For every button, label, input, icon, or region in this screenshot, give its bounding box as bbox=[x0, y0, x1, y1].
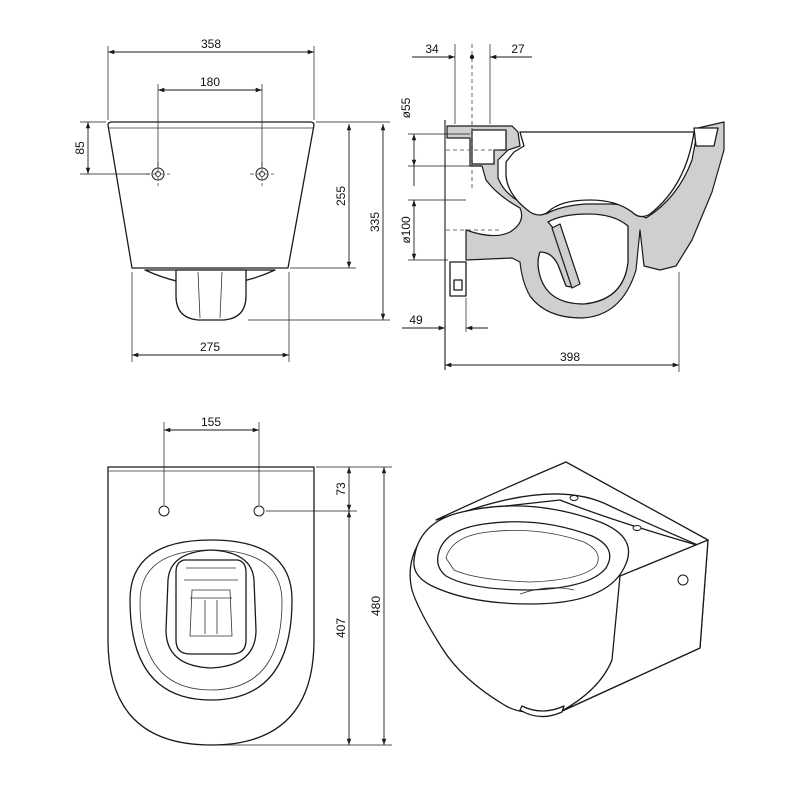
dim-front-height-text: 335 bbox=[368, 212, 382, 232]
top-outlet-lines bbox=[184, 567, 238, 634]
persp-top-hole-2 bbox=[632, 525, 642, 531]
dim-side-inlet-text: ø55 bbox=[399, 97, 413, 118]
side-weir bbox=[551, 223, 581, 289]
side-outlet-cap bbox=[453, 279, 463, 291]
persp-bowl-opening bbox=[437, 521, 611, 591]
front-bowl-outline bbox=[107, 121, 315, 269]
side-rim-channel bbox=[693, 127, 719, 147]
persp-top-hole-1 bbox=[569, 495, 579, 501]
dim-side-projection-text: 49 bbox=[409, 313, 423, 327]
front-trap-inner bbox=[197, 271, 223, 319]
dim-top-length-text: 480 bbox=[369, 596, 383, 616]
top-outlet-shape bbox=[175, 559, 247, 655]
top-outlet-inner bbox=[189, 589, 233, 637]
dim-side-depth-text: 398 bbox=[560, 350, 580, 364]
top-fixing-hole-left bbox=[158, 505, 170, 517]
dim-side-outlet-text: ø100 bbox=[399, 216, 413, 244]
side-inlet-box bbox=[471, 129, 507, 165]
dim-front-base-text: 275 bbox=[200, 340, 220, 354]
dim-front-holes-text: 180 bbox=[200, 75, 220, 89]
dim-front-width-text: 358 bbox=[201, 37, 221, 51]
top-fixing-hole-right bbox=[253, 505, 265, 517]
persp-side-hole bbox=[677, 574, 689, 586]
persp-top-face bbox=[435, 461, 709, 547]
top-view: 155 73 407 480 bbox=[107, 415, 392, 746]
side-outlet-spigot bbox=[449, 261, 467, 297]
persp-bowl-shadow bbox=[519, 587, 575, 595]
dim-front-hole-height-text: 85 bbox=[73, 141, 87, 155]
persp-side-face bbox=[559, 539, 709, 713]
side-bowl-cavity bbox=[505, 131, 695, 218]
dim-side-offset-left-text: 34 bbox=[425, 42, 439, 56]
perspective-view bbox=[409, 461, 709, 718]
front-trap-outlet bbox=[175, 269, 247, 321]
front-view: 358 180 85 255 335 275 bbox=[73, 37, 390, 362]
side-view: 34 27 ø55 ø100 49 398 bbox=[399, 42, 725, 372]
side-axis-point bbox=[469, 54, 475, 60]
dim-top-holes-text: 155 bbox=[201, 415, 221, 429]
persp-bowl-inner bbox=[445, 529, 599, 583]
dim-front-axis-text: 255 bbox=[334, 186, 348, 206]
top-rim-inner bbox=[139, 549, 283, 691]
dim-top-bowl-text: 407 bbox=[334, 618, 348, 638]
persp-foot bbox=[519, 705, 565, 718]
dim-top-offset-text: 73 bbox=[334, 482, 348, 496]
dim-side-offset-right-text: 27 bbox=[511, 42, 525, 56]
